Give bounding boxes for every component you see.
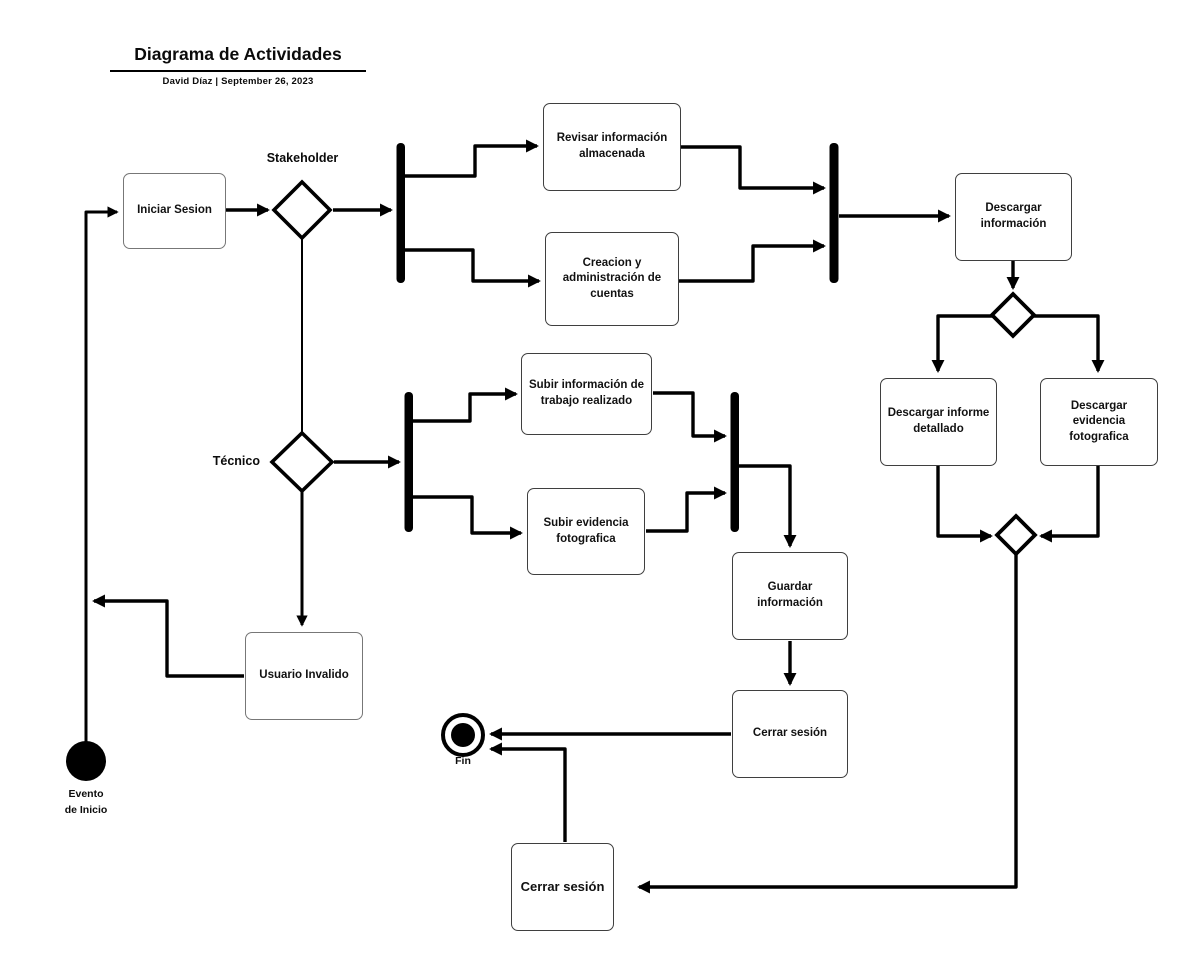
start-node: [66, 741, 106, 781]
edge-fork1-to-revisar: [405, 139, 539, 178]
join-bar-stakeholder: [829, 143, 839, 283]
activity-subir-informacion: Subir información de trabajo realizado: [521, 353, 652, 435]
activity-label: Descargar información: [980, 202, 1047, 230]
decision-descargar-diamond: [989, 291, 1037, 339]
edge-fork3-to-subirinfo: [413, 387, 518, 423]
activity-label: Descargar evidencia fotografica: [1069, 399, 1129, 443]
edge-informe-to-merge: [936, 466, 993, 543]
activity-descargar-informe: Descargar informe detallado: [880, 378, 997, 466]
fork-bar-tecnico: [404, 392, 413, 532]
edge-join4-to-guardar: [739, 464, 797, 548]
activity-cerrar-sesion-1: Cerrar sesión: [732, 690, 848, 778]
activity-label: Cerrar sesión: [752, 727, 828, 740]
end-node-inner-dot: [451, 723, 475, 747]
activity-guardar-informacion: Guardar información: [732, 552, 848, 640]
edge-decision-to-evidencia: [1032, 314, 1105, 373]
fork-bar-stakeholder: [396, 143, 405, 283]
activity-descargar-evidencia: Descargar evidencia fotografica: [1040, 378, 1158, 466]
title-block: Diagrama de Actividades David Díaz | Sep…: [110, 44, 366, 87]
diagram-byline: David Díaz | September 26, 2023: [162, 76, 314, 87]
activity-label: Iniciar Sesion: [137, 204, 212, 217]
activity-label: Usuario Invalido: [259, 669, 349, 682]
activity-label: Creacion y administración de cuentas: [562, 256, 662, 300]
edge-start-to-iniciar: [84, 206, 119, 752]
decision-tecnico-diamond: [269, 430, 335, 494]
edge-cerrar2-to-fin: [489, 742, 567, 842]
activity-usuario-invalido: Usuario Invalido: [245, 632, 363, 720]
diagram-title: Diagrama de Actividades: [110, 44, 366, 72]
activity-descargar-informacion: Descargar información: [955, 173, 1072, 261]
activity-label: Revisar información almacenada: [556, 132, 668, 160]
edge-decision-to-informe: [931, 314, 994, 373]
label-evento-inicio: Evento de Inicio: [64, 788, 108, 816]
edge-revisar-to-join2: [681, 145, 826, 195]
merge-descargar-diamond: [994, 513, 1038, 557]
activity-label: Subir información de trabajo realizado: [528, 379, 644, 407]
activity-label: Subir evidencia fotografica: [543, 516, 629, 545]
activity-cerrar-sesion-2: Cerrar sesión: [511, 843, 614, 931]
label-stakeholder: Stakeholder: [266, 151, 339, 165]
edge-merge-to-cerrar2: [637, 553, 1018, 894]
activity-label: Descargar informe detallado: [887, 407, 990, 435]
edge-fork1-to-creacion: [405, 248, 541, 288]
activity-subir-evidencia: Subir evidencia fotografica: [527, 488, 645, 575]
edge-subirevid-to-join4: [646, 486, 727, 533]
edge-creacion-to-join2: [679, 239, 826, 283]
activity-revisar-informacion: Revisar información almacenada: [543, 103, 681, 191]
activity-creacion-cuentas: Creacion y administración de cuentas: [545, 232, 679, 326]
label-tecnico: Técnico: [212, 454, 260, 468]
edge-fork3-to-subirevid: [413, 495, 523, 540]
edge-evidencia-to-merge: [1039, 466, 1100, 543]
edge-subirinfo-to-join4: [653, 391, 727, 443]
activity-iniciar-sesion: Iniciar Sesion: [123, 173, 226, 249]
activity-label: Guardar información: [757, 581, 823, 609]
label-fin: Fin: [455, 755, 471, 767]
decision-stakeholder-diamond: [271, 179, 333, 241]
activity-label: Cerrar sesión: [520, 879, 605, 895]
join-bar-tecnico: [730, 392, 739, 532]
edge-usuario-to-startline: [92, 594, 244, 678]
